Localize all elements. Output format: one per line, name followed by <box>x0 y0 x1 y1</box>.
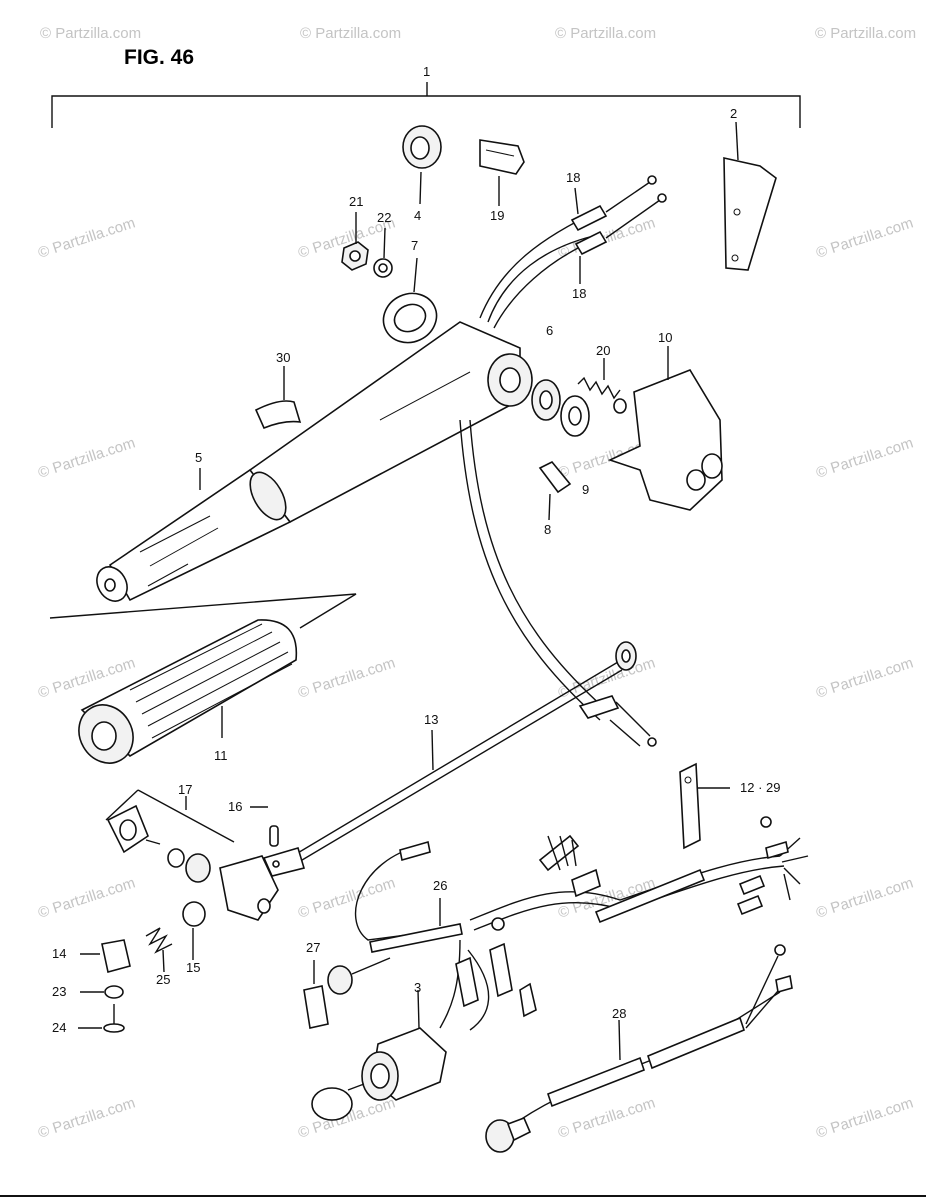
watermark: © Partzilla.com <box>814 654 915 701</box>
part-grip <box>49 593 357 764</box>
part-label-4: 4 <box>414 208 421 223</box>
part-label-2: 2 <box>730 106 737 121</box>
watermark: © Partzilla.com <box>40 25 141 42</box>
part-clamp <box>679 762 730 850</box>
part-spring-washer <box>80 985 124 999</box>
part-labels: 1 2 4 19 18 18 21 22 7 6 20 10 30 5 9 8 … <box>52 64 780 1035</box>
part-label-18b: 18 <box>572 286 586 301</box>
tiller-harness-cable <box>459 419 657 747</box>
part-label-8: 8 <box>544 522 551 537</box>
part-label-7: 7 <box>411 238 418 253</box>
watermark: © Partzilla.com <box>556 1094 657 1141</box>
watermark: © Partzilla.com <box>555 25 656 42</box>
part-label-16: 16 <box>228 799 242 814</box>
part-label-18a: 18 <box>566 170 580 185</box>
watermark: © Partzilla.com <box>814 1094 915 1141</box>
part-tiller-handle <box>96 321 533 602</box>
part-label-11: 11 <box>214 748 228 763</box>
part-stop-switch <box>303 957 391 1029</box>
part-stop-rod <box>262 641 637 877</box>
part-label-10: 10 <box>658 330 672 345</box>
watermark: © Partzilla.com <box>36 214 137 261</box>
part-label-30: 30 <box>276 350 290 365</box>
part-clip-block <box>479 139 525 206</box>
watermark: © Partzilla.com <box>815 25 916 42</box>
part-label-12-29: 12 · 29 <box>740 780 780 795</box>
part-knob <box>80 939 131 973</box>
part-label-24: 24 <box>52 1020 66 1035</box>
part-roll-pin <box>250 806 279 847</box>
watermark: © Partzilla.com <box>814 874 915 921</box>
watermark: © Partzilla.com <box>814 214 915 261</box>
watermark: © Partzilla.com <box>300 25 401 42</box>
part-stop-bracket <box>105 789 279 921</box>
watermark: © Partzilla.com <box>36 874 137 921</box>
part-screw <box>78 1004 125 1033</box>
part-label-3: 3 <box>414 980 421 995</box>
part-nut <box>341 212 369 271</box>
part-label-25: 25 <box>156 972 170 987</box>
part-pad <box>254 366 302 430</box>
main-harness <box>439 816 809 1031</box>
figure-title: FIG. 46 <box>124 46 194 69</box>
watermark: © Partzilla.com <box>36 1094 137 1141</box>
part-ignition-switch <box>311 989 447 1121</box>
part-washer-small <box>373 227 393 278</box>
part-collar <box>182 901 206 960</box>
part-bushing <box>531 379 561 421</box>
watermark: © Partzilla.com <box>556 654 657 701</box>
part-label-17: 17 <box>178 782 192 797</box>
part-grommet <box>402 125 442 205</box>
part-label-20: 20 <box>596 343 610 358</box>
part-label-15: 15 <box>186 960 200 975</box>
watermark: © Partzilla.com <box>296 654 397 701</box>
part-stop-switch-lead <box>354 840 463 953</box>
part-label-22: 22 <box>377 210 391 225</box>
part-label-28: 28 <box>612 1006 626 1021</box>
part-label-1: 1 <box>423 64 430 79</box>
part-bracket-plate <box>723 121 777 271</box>
part-spring-25 <box>145 927 173 973</box>
part-label-14: 14 <box>52 946 66 961</box>
part-label-27: 27 <box>306 940 320 955</box>
part-extension-lead <box>485 944 793 1153</box>
part-pin <box>538 460 572 521</box>
part-side-cover <box>607 346 723 511</box>
part-label-9: 9 <box>582 482 589 497</box>
part-label-26: 26 <box>433 878 447 893</box>
watermark: © Partzilla.com <box>296 874 397 921</box>
part-label-21: 21 <box>349 194 363 209</box>
part-label-13: 13 <box>424 712 438 727</box>
part-washer-large <box>382 257 438 344</box>
watermark: © Partzilla.com <box>814 434 915 481</box>
part-label-19: 19 <box>490 208 504 223</box>
throttle-cables <box>479 175 667 329</box>
watermark: © Partzilla.com <box>36 434 137 481</box>
part-spring <box>577 358 627 414</box>
part-label-5: 5 <box>195 450 202 465</box>
assembly-bracket <box>51 82 801 128</box>
part-washer-9 <box>560 395 590 437</box>
part-label-23: 23 <box>52 984 66 999</box>
part-label-6: 6 <box>546 323 553 338</box>
